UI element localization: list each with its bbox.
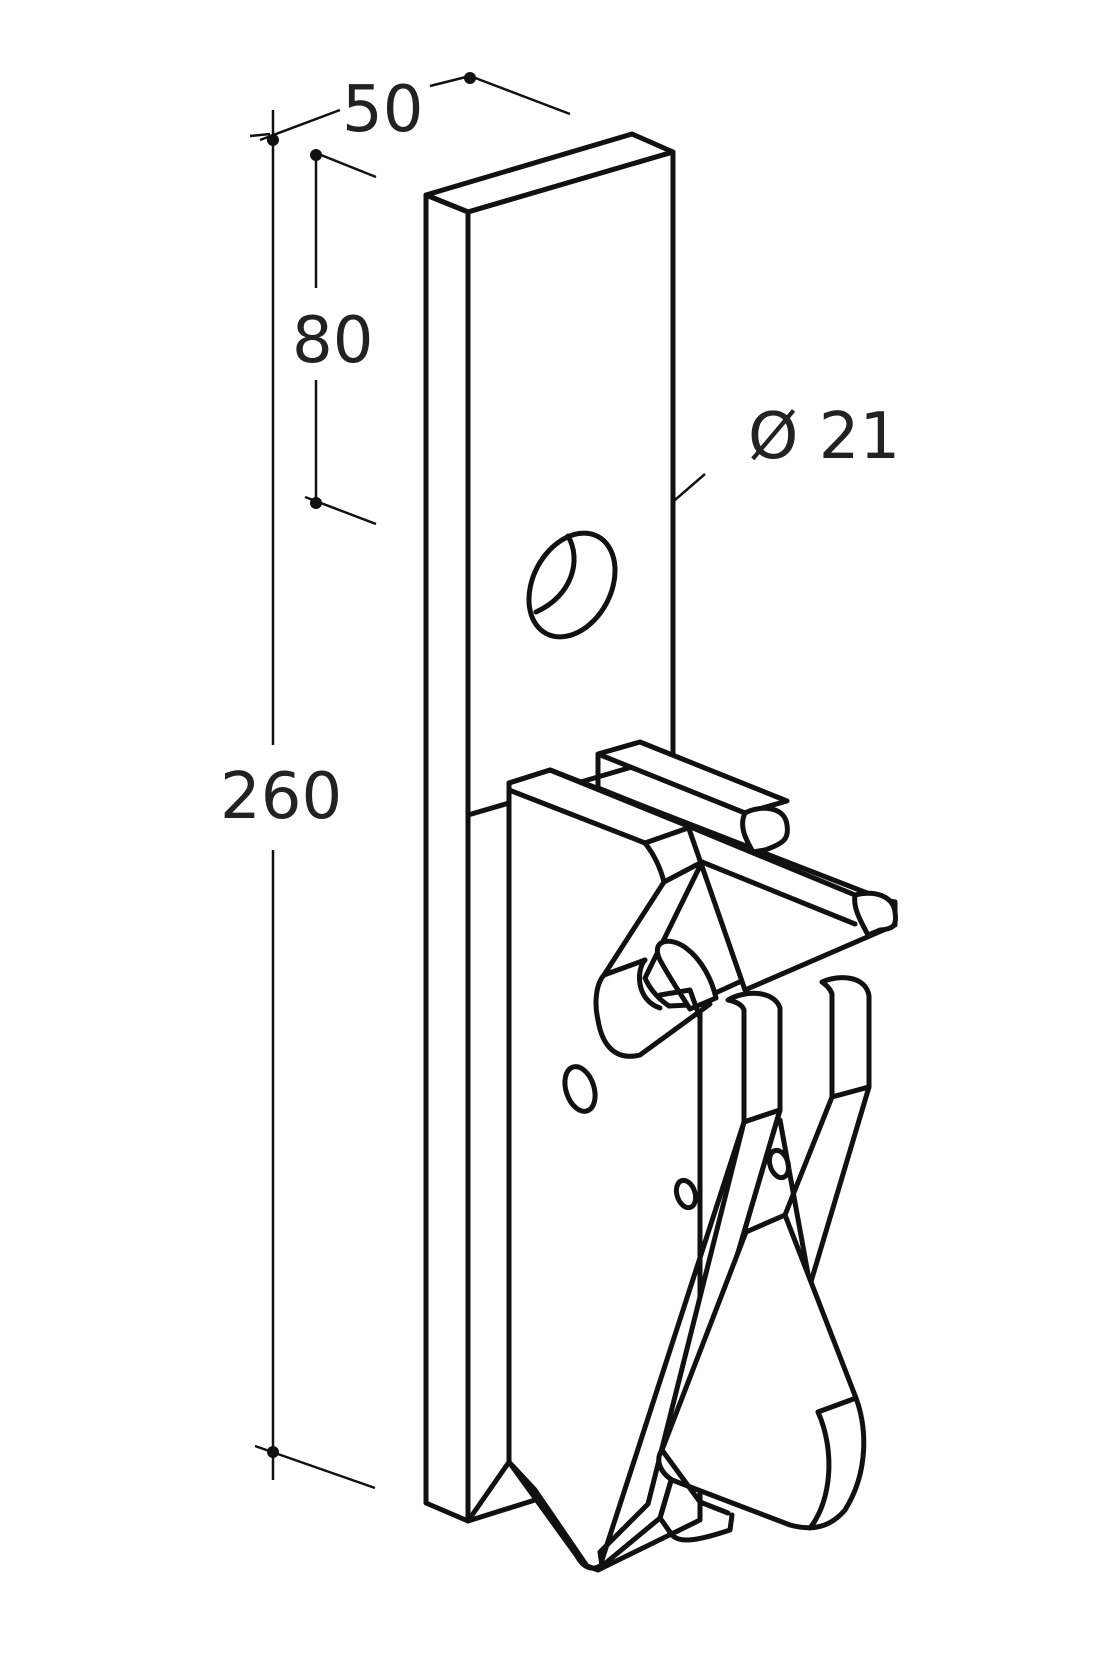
dimension-upper-length-label: 80 (292, 304, 373, 378)
dimension-total-length-label: 260 (220, 760, 342, 834)
bracket-plate (465, 767, 883, 1573)
hinge-knuckles (593, 823, 899, 1059)
dimension-hole-diameter-label: Ø 21 (748, 400, 900, 474)
dimension-width-label: 50 (342, 73, 423, 147)
dimension-lines (249, 72, 706, 1490)
spring-clip (597, 975, 872, 1569)
